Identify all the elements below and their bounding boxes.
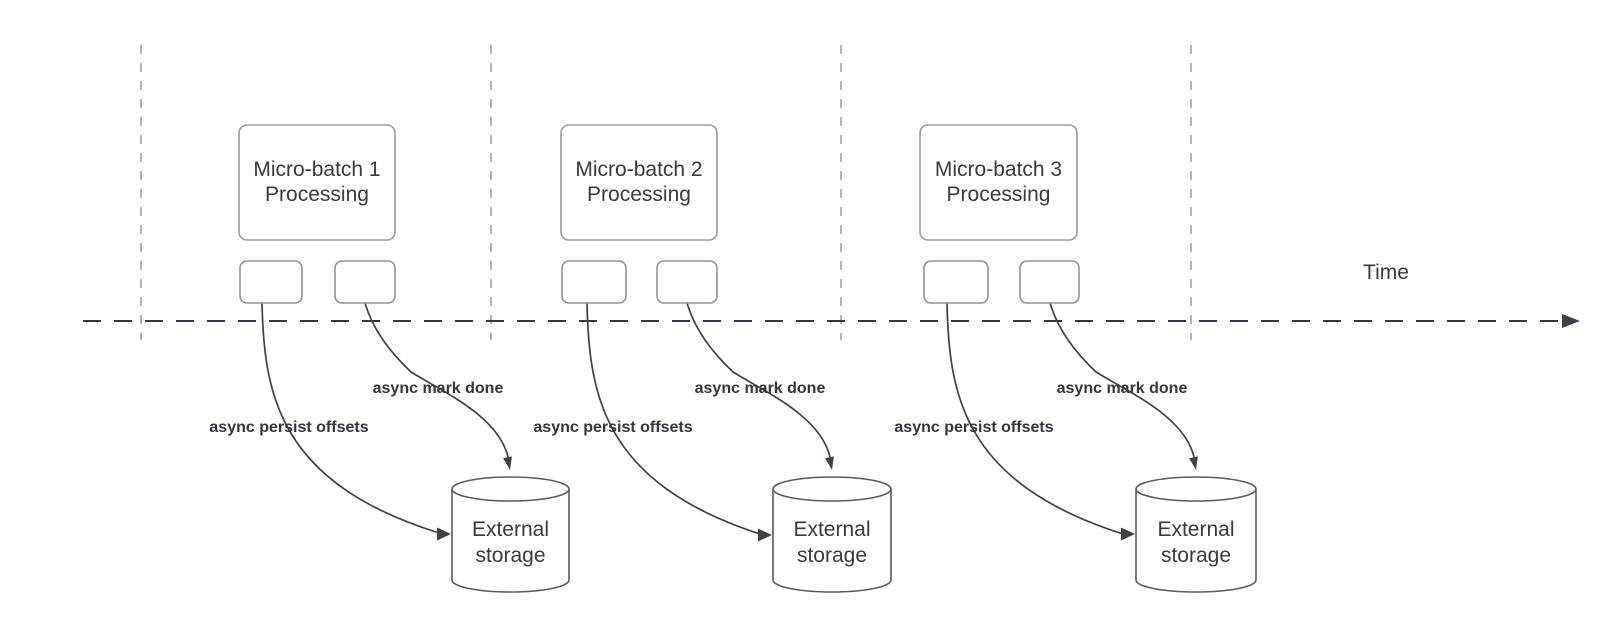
batch-3-done-task-box: [1019, 260, 1080, 304]
batch-2-processing-label: Micro-batch 2 Processing: [575, 158, 703, 206]
batch-1-storage-label: External storage: [471, 518, 550, 567]
batch-2-mark-done-connector: [686, 302, 832, 460]
batch-1-done-task-box: [334, 260, 396, 304]
batch-1-persist-connector: [261, 302, 440, 534]
batch-2-mark-done-label: async mark done: [694, 380, 826, 397]
batch-3-processing-box: [919, 124, 1078, 241]
batch-3-mark-done-label: async mark done: [1056, 380, 1188, 397]
batch-1-mark-done-label: async mark done: [372, 380, 504, 397]
batch-2-done-task-box: [656, 260, 718, 304]
batch-1-mark-done-arrowhead-icon: [503, 456, 512, 470]
batch-2-processing-box: [560, 124, 718, 241]
batch-2-storage-cylinder-body: [772, 489, 892, 593]
time-axis-label: Time: [1363, 261, 1409, 284]
batch-2-persist-arrowhead-icon: [758, 528, 772, 542]
batch-2-offset-task-box: [561, 260, 627, 304]
batch-2-persist-offsets-label: async persist offsets: [533, 419, 693, 436]
batch-2-persist-connector: [586, 302, 761, 535]
batch-3-mark-done-arrowhead-icon: [1189, 456, 1198, 470]
batch-1-persist-offsets-label: async persist offsets: [209, 419, 369, 436]
batch-2-mark-done-arrowhead-icon: [825, 456, 834, 470]
batch-2-storage-cylinder-top: [772, 476, 892, 502]
batch-1-storage-cylinder-body: [451, 489, 570, 593]
batch-3-storage-cylinder-body: [1135, 489, 1257, 593]
batch-1-mark-done-connector: [364, 302, 510, 460]
batch-1-storage-cylinder-top: [451, 476, 570, 502]
batch-2-storage-label: External storage: [793, 518, 871, 567]
time-axis-arrowhead-icon: [1562, 314, 1580, 328]
batch-1-persist-arrowhead-icon: [437, 527, 451, 541]
batch-3-storage-label: External storage: [1157, 518, 1235, 567]
batch-1-processing-box: [238, 124, 396, 241]
batch-3-storage-cylinder-top: [1135, 476, 1257, 502]
batch-3-persist-arrowhead-icon: [1121, 527, 1135, 541]
batch-3-offset-task-box: [923, 260, 989, 304]
batch-1-processing-label: Micro-batch 1 Processing: [253, 158, 381, 206]
batch-3-persist-offsets-label: async persist offsets: [894, 419, 1054, 436]
batch-3-persist-connector: [946, 302, 1124, 535]
batch-3-processing-label: Micro-batch 3 Processing: [934, 158, 1063, 206]
batch-3-mark-done-connector: [1049, 302, 1196, 460]
batch-1-offset-task-box: [239, 260, 303, 304]
